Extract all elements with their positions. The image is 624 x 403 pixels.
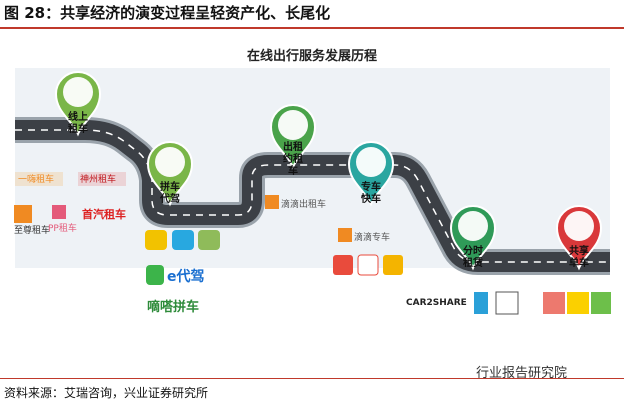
logo-block	[543, 292, 565, 314]
logo-block	[567, 292, 589, 314]
pin-timeshare	[449, 205, 497, 271]
logo-zhizun: 至尊租车	[14, 226, 51, 236]
logo-block	[265, 195, 279, 209]
logo-block	[52, 205, 66, 219]
diagram-title: 在线出行服务发展历程	[246, 49, 377, 64]
logo-block	[383, 255, 403, 275]
figure-title: 图 28：共享经济的演变过程呈轻资产化、长尾化	[4, 4, 331, 22]
logo-block	[338, 228, 352, 242]
stage-label-online-rental: 线上租车	[68, 112, 88, 135]
logo-dida: 嘀嗒拼车	[147, 300, 200, 315]
timeline-diagram	[14, 68, 611, 315]
logo-block	[495, 291, 519, 315]
stage-label-carpool: 拼车代驾	[160, 182, 180, 205]
logo-block	[145, 230, 167, 250]
logo-yizhan: 一嗨租车	[18, 175, 55, 185]
logo-block	[172, 230, 194, 250]
logo-block	[591, 292, 611, 314]
logo-block	[146, 265, 164, 285]
logo-block	[357, 254, 379, 276]
stage-label-premier: 专车快车	[361, 182, 381, 205]
road	[15, 117, 610, 275]
watermark: 行业报告研究院	[476, 366, 568, 381]
pin-bike-sharing	[555, 205, 603, 271]
stage-label-bike: 共享单车	[569, 246, 589, 269]
logo-shouqi: 首汽租车	[82, 208, 126, 221]
source-divider	[0, 378, 624, 379]
logo-didi-premier: 滴滴专车	[354, 233, 391, 243]
logo-block	[198, 230, 220, 250]
logo-pp: PP租车	[48, 224, 77, 234]
logo-block	[15, 172, 63, 186]
stage-label-timeshare: 分时租赁	[463, 246, 483, 269]
title-underline	[0, 27, 624, 29]
logo-block	[474, 292, 488, 314]
pin-premier	[347, 141, 395, 207]
logo-didi-taxi: 滴滴出租车	[281, 200, 327, 210]
stage-label-taxi: 出租约租车	[283, 142, 303, 177]
logo-edaijia: e代驾	[167, 269, 205, 285]
pin-taxi	[269, 104, 317, 170]
logo-block	[333, 255, 353, 275]
pin-carpool-driver	[146, 141, 194, 207]
logo-block	[78, 172, 126, 186]
logo-car2share: CAR2SHARE	[406, 298, 467, 308]
pin-online-rental	[54, 71, 102, 137]
logo-shenzhou: 神州租车	[80, 175, 117, 185]
logo-block	[14, 205, 32, 223]
source-note: 资料来源：艾瑞咨询，兴业证券研究所	[4, 386, 209, 400]
